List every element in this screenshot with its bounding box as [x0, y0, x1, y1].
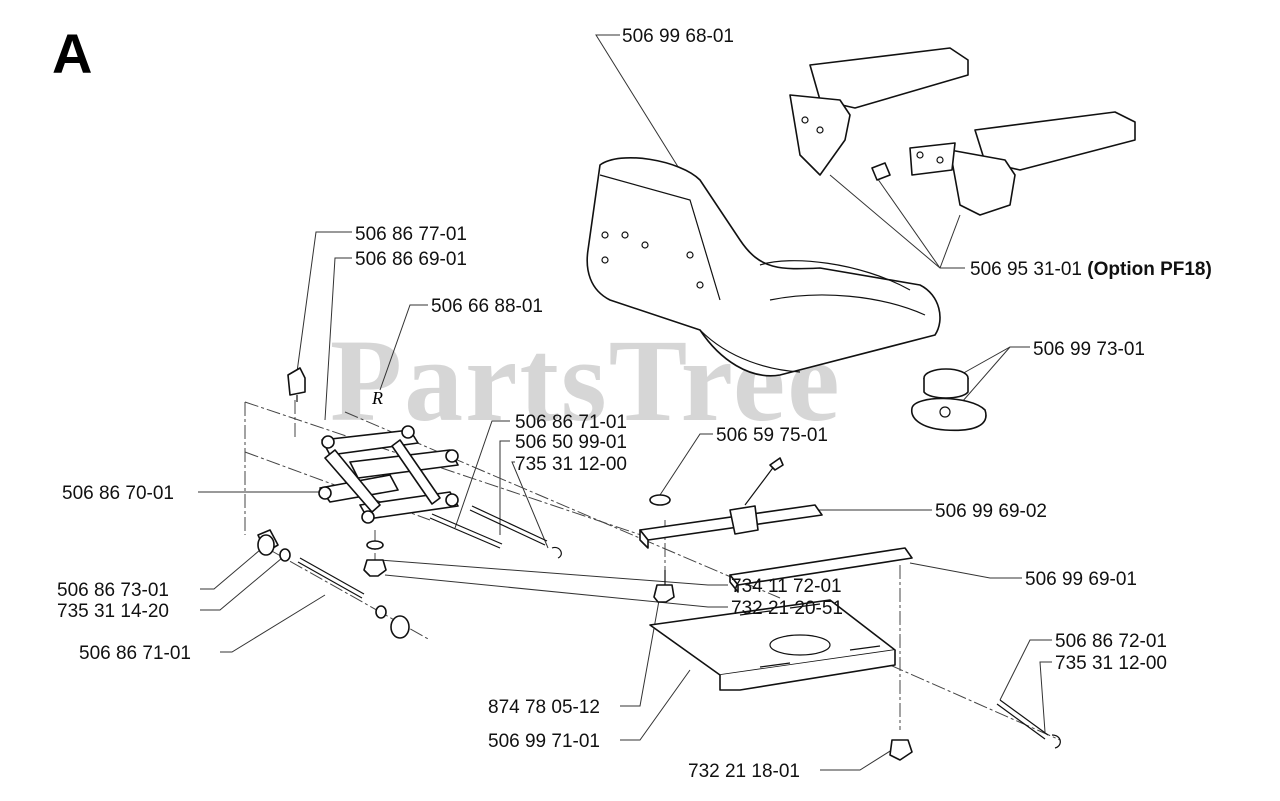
callout-c20: 735 31 12-00	[1055, 653, 1167, 674]
callout-c15: 506 99 69-01	[1025, 569, 1137, 590]
callout-bumper: 506 99 73-01	[1033, 339, 1145, 360]
base-plate	[649, 599, 896, 691]
callout-seat: 506 99 68-01	[622, 26, 734, 47]
slide-rails	[639, 457, 913, 593]
callout-c13: 734 11 72-01	[731, 576, 842, 597]
callout-c4: 506 86 77-01	[355, 224, 467, 245]
callout-c6: 506 66 88-01	[431, 296, 543, 317]
callout-c16: 506 86 73-01	[57, 580, 169, 601]
marker-r: R	[371, 388, 383, 408]
hardware-parts	[257, 494, 1061, 761]
callout-c7: 506 86 71-01	[515, 412, 627, 433]
callout-c23: 732 21 18-01	[688, 761, 800, 782]
callout-c9: 735 31 12-00	[515, 454, 627, 475]
armrest-right	[871, 111, 1136, 216]
callout-c18: 506 86 71-01	[79, 643, 191, 664]
armrest-left	[789, 47, 969, 176]
callout-c5: 506 86 69-01	[355, 249, 467, 270]
callout-c17: 735 31 14-20	[57, 601, 169, 622]
callout-c22: 506 99 71-01	[488, 731, 600, 752]
section-letter: A	[52, 22, 93, 85]
callout-c19: 506 86 72-01	[1055, 631, 1167, 652]
callout-armrest: 506 95 31-01 (Option PF18)	[970, 260, 1212, 279]
callout-c10: 506 59 75-01	[716, 425, 828, 446]
callout-c11: 506 86 70-01	[62, 483, 174, 504]
leader-lines	[198, 34, 1052, 771]
callout-c12: 506 99 69-02	[935, 501, 1047, 522]
callout-armrest-number: 506 95 31-01	[970, 259, 1082, 280]
callout-c21: 874 78 05-12	[488, 697, 600, 718]
callout-c8: 506 50 99-01	[515, 432, 627, 453]
suspension-linkage: R	[287, 367, 459, 524]
callout-c14: 732 21 20-51	[731, 598, 843, 619]
callout-armrest-note: (Option PF18)	[1087, 259, 1212, 280]
seat-bumper	[911, 368, 987, 432]
seat-part	[586, 157, 941, 377]
